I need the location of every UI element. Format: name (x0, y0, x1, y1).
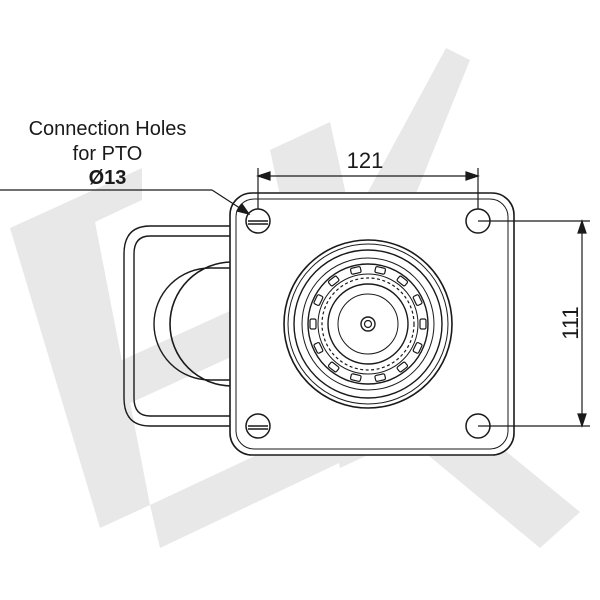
bearing-roller (327, 275, 340, 287)
width-dimension-label: 121 (346, 148, 384, 173)
bearing-roller (396, 361, 409, 373)
bearing-roller (374, 373, 387, 382)
connection-hole-bottom-left (245, 413, 271, 439)
bearing-roller (313, 294, 324, 307)
pto-bearing-assembly (283, 239, 453, 409)
gearbox-housing (123, 225, 238, 427)
bearing-roller (419, 318, 427, 330)
callout-leader (0, 189, 251, 215)
callout-title-line1: Connection Holes (28, 118, 187, 140)
height-dimension (478, 219, 590, 428)
bearing-roller (313, 341, 324, 354)
height-dimension-label: 111 (558, 306, 583, 340)
bearing-roller (374, 266, 387, 275)
bearing-roller (327, 361, 340, 373)
bearing-roller (412, 341, 423, 354)
callout-diameter: Ø13 (88, 167, 127, 189)
bearing-roller (396, 275, 409, 287)
width-dimension (256, 168, 480, 209)
bearing-roller (309, 318, 317, 330)
bearing-roller (349, 373, 362, 382)
bearing-rollers (309, 266, 427, 382)
callout-title-line2: for PTO (72, 143, 143, 165)
bearing-roller (349, 266, 362, 275)
bearing-roller (412, 294, 423, 307)
